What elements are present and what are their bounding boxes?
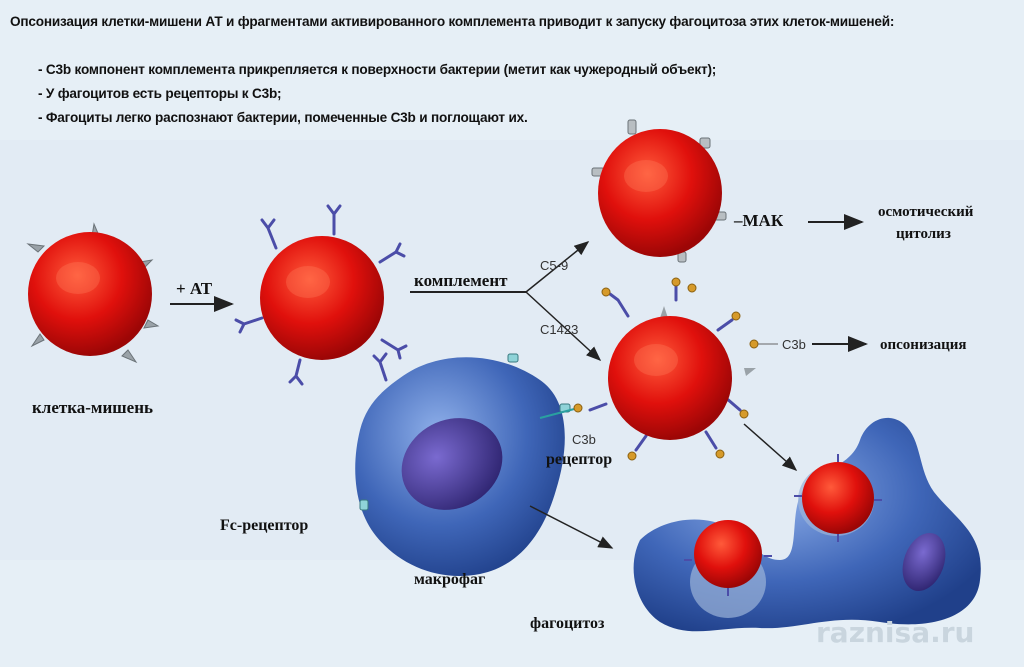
arrow-opsonized-to-phagocyte: [743, 423, 798, 471]
phagocytosis-label: фагоцитоз: [530, 615, 605, 632]
mak-cell: [591, 119, 727, 263]
c1423-label: C1423: [540, 322, 578, 337]
fc-receptor-label: Fc-рецептор: [220, 517, 308, 534]
arrow-c59: [525, 241, 590, 293]
c3b-receptor-label-2: рецептор: [546, 451, 612, 468]
opsonized-cell: [588, 277, 759, 461]
watermark: raznisa.ru: [816, 616, 974, 649]
plus-at-label: + АТ: [176, 279, 213, 298]
c59-label: C5-9: [540, 258, 568, 273]
c3b-label: C3b: [782, 337, 806, 352]
arrow-c1423: [525, 291, 602, 362]
macrophage-label: макрофаг: [414, 571, 485, 588]
opsonization-label: опсонизация: [880, 337, 967, 353]
bullet-list: - C3b компонент комплемента прикрепляетс…: [38, 58, 716, 130]
bullet-item: - C3b компонент комплемента прикрепляетс…: [38, 62, 717, 77]
target-cell-label: клетка-мишень: [32, 398, 153, 417]
bullet-item: - У фагоцитов есть рецепторы к C3b;: [38, 86, 282, 101]
mak-label: –МАК: [733, 211, 784, 230]
arrow-to-phagocytosis: [529, 505, 614, 549]
antibody-coated-cell: [234, 204, 408, 386]
c3b-receptor-label-1: C3b: [572, 432, 596, 447]
macrophage: [355, 352, 571, 577]
target-cell: [26, 222, 160, 364]
osmotic-label-1: осмотический: [878, 204, 974, 220]
c3b-receptor-link: [539, 407, 579, 419]
osmotic-label-2: цитолиз: [896, 226, 951, 242]
bullet-item: - Фагоциты легко распознают бактерии, по…: [38, 110, 528, 125]
phagocyte: [633, 417, 981, 632]
diagram-title: Опсонизация клетки-мишени АТ и фрагмента…: [10, 14, 895, 29]
c3b-receptor-dot: [573, 403, 583, 413]
complement-label: комплемент: [414, 271, 508, 290]
